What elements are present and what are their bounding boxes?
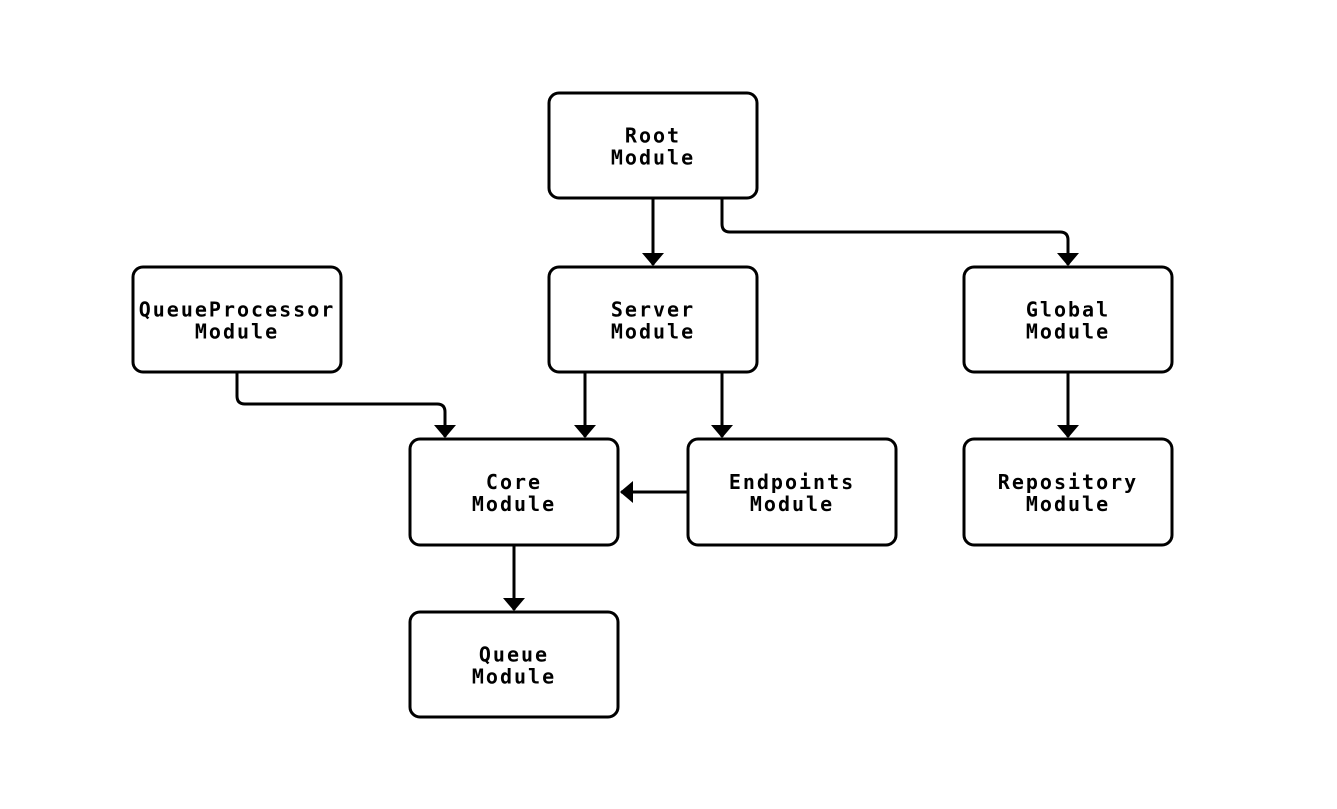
node-queueprocessor-module-label-line2: Module (195, 320, 279, 344)
node-queueprocessor-module: QueueProcessor Module (131, 265, 343, 374)
node-endpoints-module: Endpoints Module (686, 437, 898, 547)
node-global-module-label-line2: Module (1026, 320, 1110, 344)
node-queue-module: Queue Module (408, 610, 620, 719)
node-core-module-label-line1: Core (486, 470, 542, 494)
edge-root-to-global (720, 198, 1079, 266)
node-global-module: Global Module (962, 265, 1174, 374)
node-queue-module-label-line2: Module (472, 665, 556, 689)
node-core-module-box (408, 437, 620, 547)
node-global-module-box (962, 265, 1174, 374)
node-server-module: Server Module (547, 265, 759, 374)
node-root-module: Root Module (547, 91, 759, 200)
node-repository-module-box (962, 437, 1174, 547)
node-server-module-label-line1: Server (611, 298, 695, 322)
node-endpoints-module-label-line1: Endpoints (729, 470, 855, 494)
node-endpoints-module-box (686, 437, 898, 547)
node-core-module-label-line2: Module (472, 492, 556, 516)
node-server-module-box (547, 265, 759, 374)
node-repository-module: Repository Module (962, 437, 1174, 547)
node-queueprocessor-module-label-line1: QueueProcessor (139, 298, 336, 322)
node-repository-module-label-line1: Repository (998, 470, 1138, 494)
edge-layer (235, 198, 1079, 611)
node-root-module-box (547, 91, 759, 200)
node-queue-module-box (408, 610, 620, 719)
node-root-module-label-line2: Module (611, 146, 695, 170)
node-root-module-label-line1: Root (625, 124, 681, 148)
node-global-module-label-line1: Global (1026, 298, 1110, 322)
node-queue-module-label-line1: Queue (479, 643, 549, 667)
node-queueprocessor-module-box (131, 265, 343, 374)
edge-queueprocessor-to-core (235, 372, 456, 438)
node-core-module: Core Module (408, 437, 620, 547)
node-server-module-label-line2: Module (611, 320, 695, 344)
node-endpoints-module-label-line2: Module (750, 492, 834, 516)
node-repository-module-label-line2: Module (1026, 492, 1110, 516)
